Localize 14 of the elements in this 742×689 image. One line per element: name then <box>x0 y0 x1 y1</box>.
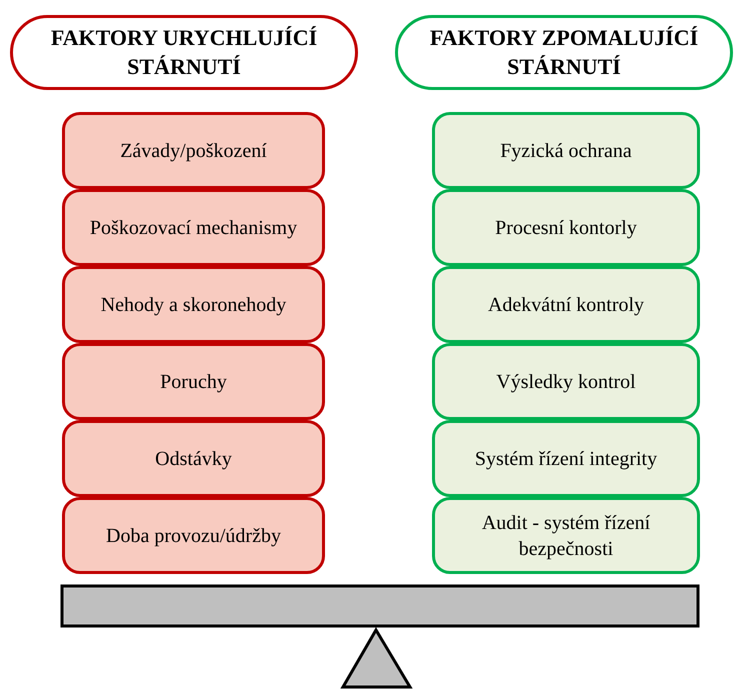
factor-box: Fyzická ochrana <box>432 112 700 189</box>
factor-box: Poruchy <box>62 343 325 420</box>
factor-box: Systém řízení integrity <box>432 420 700 497</box>
column-heading: FAKTORY URYCHLUJÍCÍ STÁRNUTÍ <box>10 15 358 90</box>
factor-box: Výsledky kontrol <box>432 343 700 420</box>
factor-box: Adekvátní kontroly <box>432 266 700 343</box>
column-heading: FAKTORY ZPOMALUJÍCÍ STÁRNUTÍ <box>395 15 733 90</box>
factor-box: Odstávky <box>62 420 325 497</box>
factor-box: Doba provozu/údržby <box>62 497 325 574</box>
factor-box: Procesní kontorly <box>432 189 700 266</box>
factor-box: Poškozovací mechanismy <box>62 189 325 266</box>
factor-box: Nehody a skoronehody <box>62 266 325 343</box>
factor-box: Audit - systém řízení bezpečnosti <box>432 497 700 574</box>
factor-box: Závady/poškození <box>62 112 325 189</box>
